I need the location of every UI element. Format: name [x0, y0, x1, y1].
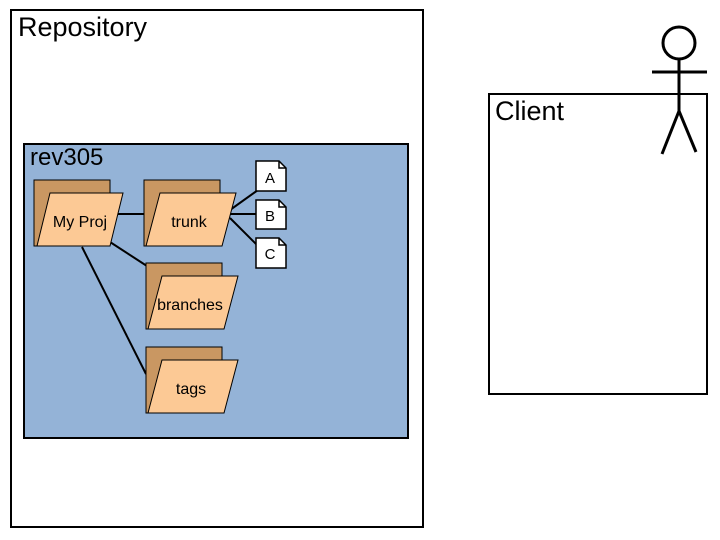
folder-icon-myproj: My Proj	[33, 179, 124, 247]
connector-trunk-a	[229, 189, 259, 211]
actor-left-leg	[660, 110, 681, 155]
repository-title: Repository	[18, 12, 148, 42]
client-box	[488, 93, 708, 395]
file-label-b: B	[265, 208, 275, 225]
folder-icon-trunk: trunk	[143, 179, 237, 247]
folder-label-myproj: My Proj	[53, 214, 107, 231]
connector-myproj-branches	[109, 241, 151, 269]
stick-figure-icon	[652, 25, 707, 155]
folder-icon-branches: branches	[145, 262, 239, 330]
client-title: Client	[495, 96, 565, 126]
connector-myproj-tags	[81, 246, 147, 375]
folder-icon-tags: tags	[145, 346, 239, 414]
document-icon-b: B	[255, 199, 287, 230]
folder-label-trunk: trunk	[171, 214, 208, 231]
folder-label-branches: branches	[157, 297, 223, 314]
actor-right-leg	[677, 110, 698, 153]
document-icon-c: C	[255, 237, 287, 269]
document-icon-a: A	[255, 160, 287, 192]
folder-label-tags: tags	[176, 381, 206, 398]
actor-head	[661, 25, 697, 61]
connector-trunk-c	[229, 217, 257, 245]
file-label-a: A	[265, 170, 275, 187]
file-label-c: C	[265, 246, 276, 263]
revision-label: rev305	[30, 144, 104, 171]
connectors	[81, 189, 259, 375]
